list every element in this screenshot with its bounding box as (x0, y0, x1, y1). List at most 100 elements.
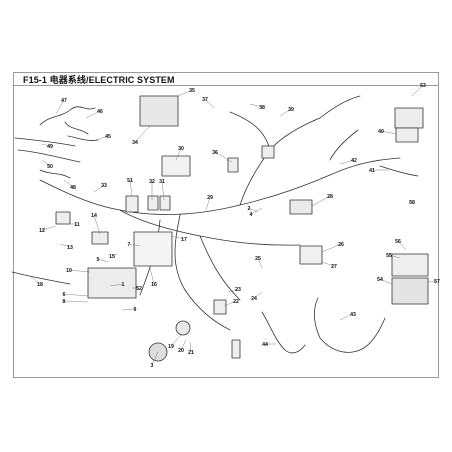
callout-41: 41 (369, 168, 375, 174)
leader-line-46 (85, 110, 101, 119)
diagram-frame (13, 72, 439, 378)
fuse-box (87, 267, 137, 299)
callout-25: 25 (255, 256, 261, 262)
callout-12: 12 (39, 228, 45, 234)
leader-line-48 (63, 179, 74, 188)
leader-line-26 (321, 243, 342, 253)
callout-8: 8 (63, 299, 66, 305)
sensor-36 (227, 157, 239, 173)
mount-30 (161, 155, 191, 177)
switch-28 (289, 199, 313, 215)
callout-55: 55 (386, 253, 392, 259)
callout-40: 40 (378, 129, 384, 135)
bracket-26 (299, 245, 323, 265)
callout-52: 52 (136, 286, 142, 292)
title-bar (13, 72, 439, 86)
callout-48: 48 (70, 185, 76, 191)
sensor-37 (261, 145, 275, 159)
leader-line-35 (177, 89, 193, 97)
callout-45: 45 (105, 134, 111, 140)
leader-line-25 (257, 257, 263, 269)
callout-5: 5 (97, 257, 100, 263)
wire-lead-44 (261, 311, 306, 354)
connector-40 (395, 127, 419, 143)
main-wiring-harness (39, 157, 401, 215)
wire-lead-41 (379, 165, 419, 177)
leader-line-22 (223, 300, 237, 307)
leader-line-8 (63, 300, 89, 303)
leader-line-43 (339, 313, 354, 321)
callout-11: 11 (74, 222, 80, 228)
relay-module (394, 107, 424, 129)
callout-21: 21 (188, 350, 194, 356)
callout-51: 51 (127, 178, 133, 184)
callout-34: 34 (132, 140, 138, 146)
callout-46: 46 (97, 109, 103, 115)
wire-lead-49 (14, 137, 76, 147)
leader-line-38 (249, 103, 263, 108)
callout-26: 26 (338, 242, 344, 248)
callout-19: 19 (168, 344, 174, 350)
leader-line-30 (175, 147, 182, 161)
leader-line-12 (41, 225, 57, 231)
leader-line-17 (171, 235, 185, 240)
callout-32: 32 (149, 179, 155, 185)
leader-line-39 (279, 108, 292, 117)
callout-16: 16 (151, 282, 157, 288)
callout-4: 4 (250, 212, 253, 218)
callout-54: 54 (377, 277, 383, 283)
callout-37: 37 (202, 97, 208, 103)
leader-line-10 (68, 269, 91, 273)
leader-line-14 (93, 214, 101, 235)
leader-line-20 (180, 339, 187, 351)
wire-lead-18 (11, 271, 71, 285)
connector-14 (91, 231, 109, 245)
leader-line-15 (111, 253, 119, 257)
leader-line-23 (227, 288, 239, 293)
leader-line-56 (397, 240, 407, 251)
callout-10: 10 (66, 268, 72, 274)
leader-line-33 (93, 184, 105, 193)
connector-13 (55, 211, 71, 225)
wire-lead-45 (67, 135, 99, 141)
leader-line-5 (97, 258, 109, 263)
leader-line-49 (41, 143, 51, 147)
callout-47: 47 (61, 98, 67, 104)
callout-33: 33 (101, 183, 107, 189)
leader-line-36 (214, 151, 233, 163)
callout-44: 44 (262, 342, 268, 348)
callout-29: 29 (207, 195, 213, 201)
leader-line-45 (95, 135, 109, 141)
leader-line-19 (170, 333, 183, 347)
relay-31 (159, 195, 171, 211)
leader-line-50 (41, 159, 51, 167)
cdi-54 (391, 277, 429, 305)
callout-6: 6 (63, 292, 66, 298)
callout-20: 20 (178, 348, 184, 354)
leader-line-51 (129, 179, 133, 197)
sensor-51b (231, 339, 241, 359)
callout-18: 18 (37, 282, 43, 288)
callout-35: 35 (189, 88, 195, 94)
leader-line-54 (379, 278, 393, 285)
callout-27: 27 (331, 264, 337, 270)
leader-line-4 (250, 207, 263, 215)
callout-53: 53 (420, 83, 426, 89)
leader-line-7 (128, 243, 141, 247)
callout-9: 9 (134, 307, 137, 313)
leader-line-2 (248, 207, 259, 213)
ecu-unit (139, 95, 179, 127)
callout-50: 50 (47, 164, 53, 170)
battery (133, 231, 173, 267)
callout-7: 7 (128, 242, 131, 248)
regulator-56 (391, 253, 429, 277)
callout-43: 43 (350, 312, 356, 318)
callout-24: 24 (251, 296, 257, 302)
horn-19 (175, 320, 191, 336)
relay-51 (125, 195, 139, 213)
leader-line-6 (63, 293, 89, 297)
leader-line-27 (321, 261, 335, 267)
leader-line-47 (55, 99, 65, 115)
wire-lead-46 (64, 121, 89, 135)
